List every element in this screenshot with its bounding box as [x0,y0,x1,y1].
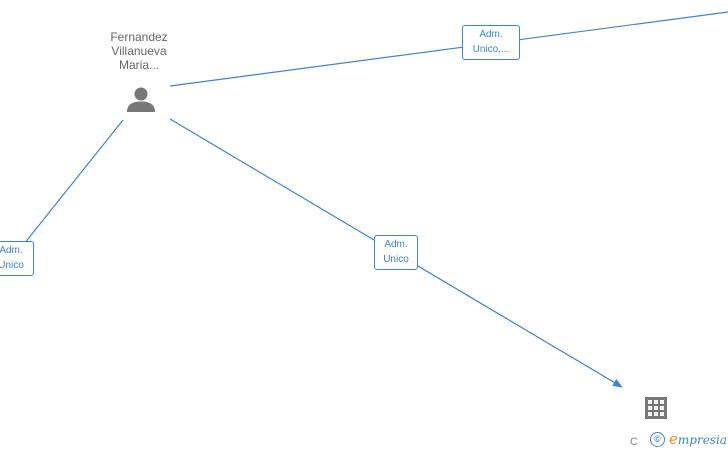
edge-label-company[interactable]: Adm. Unico [374,235,418,270]
edge-label-line: Unico [383,254,409,265]
copyright-icon: © [650,431,665,447]
edge-label-line: Unico [0,260,24,271]
edge-label-line: Unico,... [472,44,510,55]
edge-label-line: Adm. [384,239,408,250]
brand-initial: e [669,430,678,448]
person-name-line: Maria... [118,58,159,72]
edge-line-left [23,119,124,245]
person-icon[interactable] [127,87,155,113]
person-name[interactable]: Fernandez Villanueva Maria... [88,30,190,72]
edge-label-line: Adm. [0,245,23,256]
edge-line-top [169,11,728,87]
edge-label-line: Adm. [479,29,503,40]
edge-label-left[interactable]: Adm. Unico [0,241,34,276]
building-icon[interactable] [645,397,667,419]
brand-rest: mpresia [677,433,727,447]
brand-logo: empresia [669,430,727,448]
person-name-line: Fernandez [110,30,168,44]
empresia-watermark: © empresia [650,429,727,449]
company-name[interactable]: C [630,436,638,448]
edge-label-top[interactable]: Adm. Unico,... [462,25,520,60]
person-name-line: Villanueva [111,44,167,58]
